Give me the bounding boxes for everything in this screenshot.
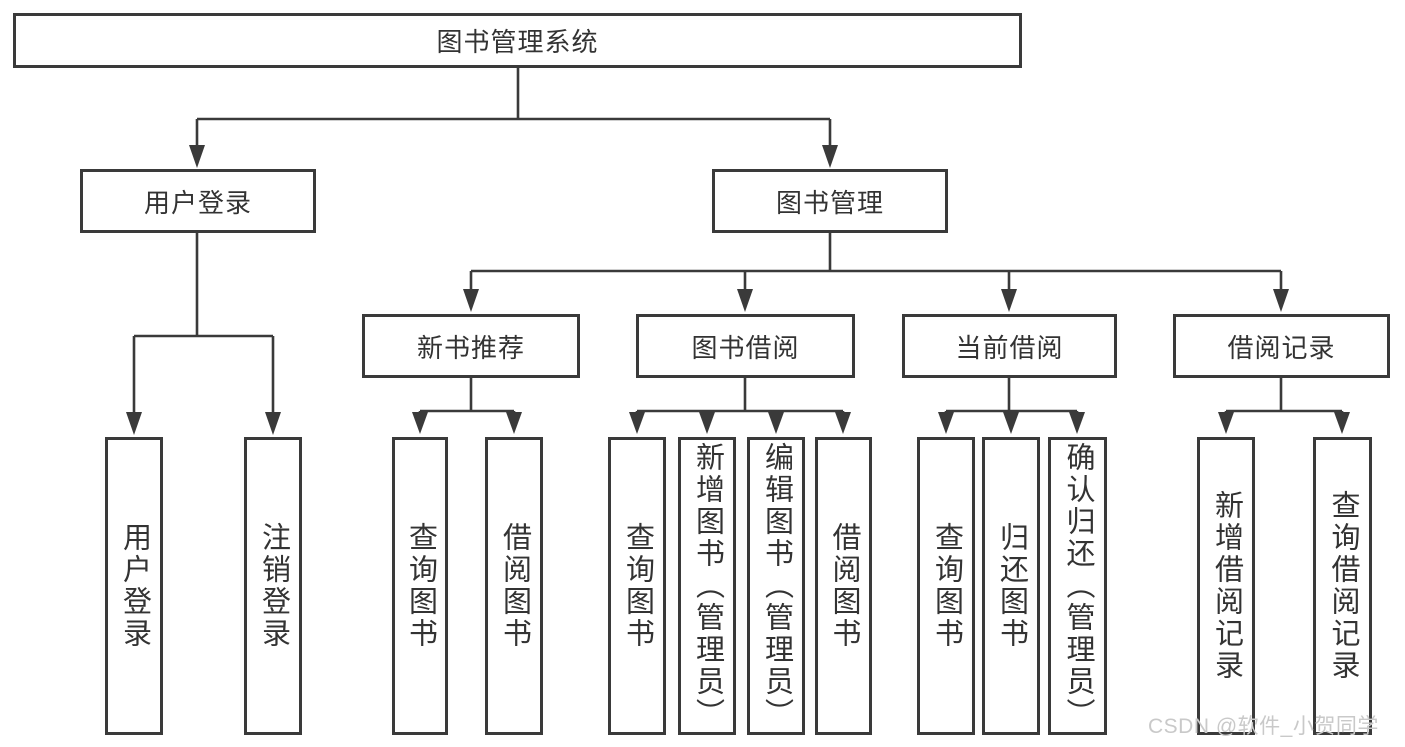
node-book-borrowing: 图书借阅 — [636, 314, 855, 378]
leaf-add-books-admin: 新增图书（管理员） — [678, 437, 736, 735]
node-user-login: 用户登录 — [80, 169, 316, 233]
node-borrowing-records: 借阅记录 — [1173, 314, 1390, 378]
leaf-return-books: 归还图书 — [982, 437, 1040, 735]
node-library-system: 图书管理系统 — [13, 13, 1022, 68]
leaf-query-books-recommend: 查询图书 — [392, 437, 448, 735]
leaf-query-borrow-record: 查询借阅记录 — [1313, 437, 1372, 735]
watermark-text: CSDN @软件_小贺同学 — [1148, 715, 1379, 738]
leaf-borrow-books-borrowing: 借阅图书 — [815, 437, 872, 735]
node-book-management: 图书管理 — [712, 169, 948, 233]
leaf-edit-books-admin: 编辑图书（管理员） — [747, 437, 805, 735]
node-current-borrowing: 当前借阅 — [902, 314, 1117, 378]
node-new-book-recommendation: 新书推荐 — [362, 314, 580, 378]
leaf-borrow-books-recommend: 借阅图书 — [485, 437, 543, 735]
leaf-logout: 注销登录 — [244, 437, 302, 735]
leaf-add-borrow-record: 新增借阅记录 — [1197, 437, 1255, 735]
leaf-user-login: 用户登录 — [105, 437, 163, 735]
leaf-query-books-current: 查询图书 — [917, 437, 975, 735]
leaf-confirm-return-admin: 确认归还（管理员） — [1048, 437, 1107, 735]
leaf-query-books-borrowing: 查询图书 — [608, 437, 666, 735]
